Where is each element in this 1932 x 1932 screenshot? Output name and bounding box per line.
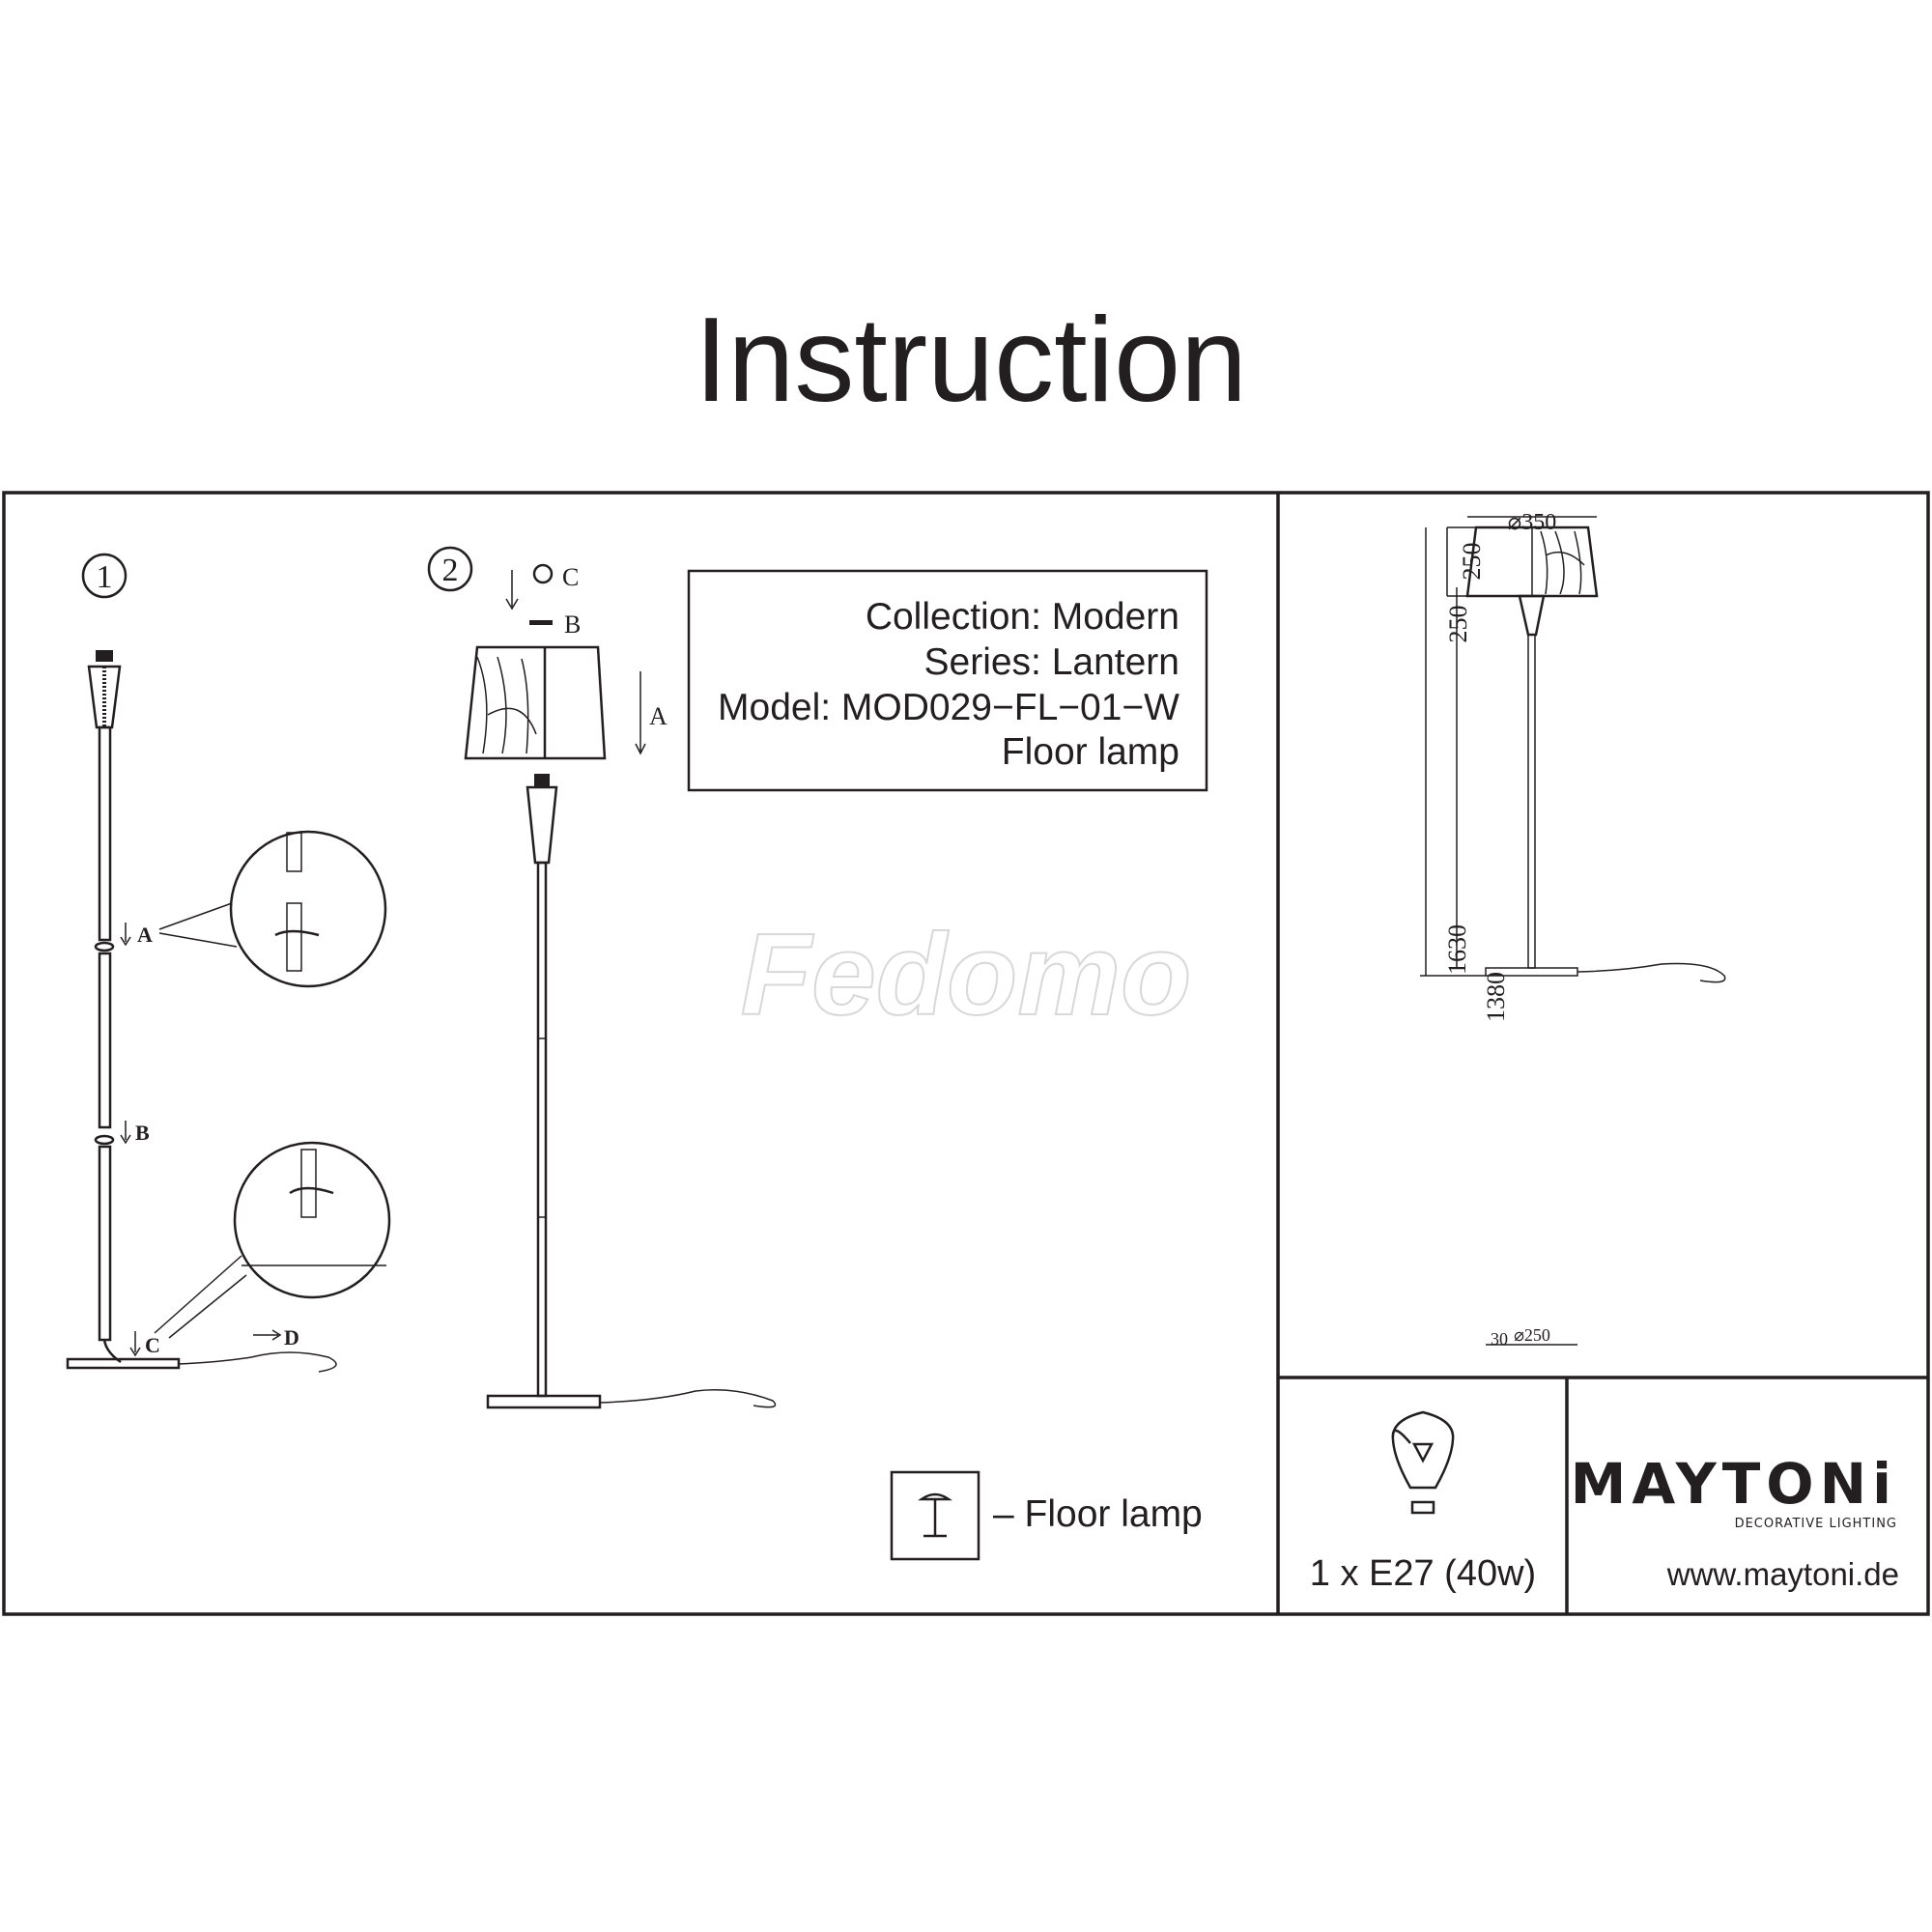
step-1-circle xyxy=(81,553,128,599)
label-b: B xyxy=(564,611,581,639)
brand-logo: MAYTONi xyxy=(1571,1451,1897,1517)
lamp-neck xyxy=(87,665,122,729)
step-1-number: 1 xyxy=(97,559,113,595)
floor-lamp-symbol-box xyxy=(890,1470,980,1561)
detail-circle-a xyxy=(229,830,387,988)
screw-arrow-icon xyxy=(505,570,519,611)
pole-segment-bottom xyxy=(98,1145,112,1342)
label-c: C xyxy=(145,1333,160,1357)
legend: – Floor lamp xyxy=(890,1470,1203,1561)
watermark: Fedomo xyxy=(741,910,1192,1039)
label-a: A xyxy=(137,923,153,947)
step-2-circle xyxy=(427,546,473,592)
collection-text: Collection: Modern xyxy=(866,596,1179,638)
dimension-drawing: ⌀350 250 250 1630 1380 30 ⌀250 xyxy=(1420,510,1726,1349)
rotate-arrow-icon xyxy=(274,929,320,937)
arrow-down-icon xyxy=(635,671,646,755)
dim-shade-height-label: 250 xyxy=(1458,543,1486,581)
socket-icon xyxy=(96,650,113,662)
bulb-spec-text: 1 x E27 (40w) xyxy=(1310,1553,1536,1594)
lamp-neck xyxy=(526,785,558,865)
lamp-shade xyxy=(464,645,607,760)
pole-segment-top xyxy=(98,725,112,942)
model-text: Model: MOD029−FL−01−W xyxy=(718,687,1179,728)
dim-shade-bottom-height: 1380 xyxy=(1482,972,1510,1022)
info-box: Collection: Modern Series: Lantern Model… xyxy=(687,569,1208,792)
pole-segment-middle xyxy=(98,952,112,1129)
arrow-down-icon xyxy=(129,1331,141,1357)
dim-shade-height: 250 xyxy=(1444,606,1472,643)
step-1-diagram: 1 A B C D xyxy=(66,553,391,1373)
shade-pattern xyxy=(476,656,537,754)
label-c: C xyxy=(562,563,579,591)
arrow-down-icon xyxy=(120,1121,131,1145)
pole xyxy=(1527,634,1536,969)
rotate-arrow-icon xyxy=(289,1186,334,1195)
label-b: B xyxy=(135,1121,150,1145)
dim-shade-diameter: ⌀350 xyxy=(1508,510,1556,535)
step-2-diagram: 2 C B A xyxy=(427,546,777,1409)
power-cord xyxy=(1577,962,1726,983)
legend-label: – Floor lamp xyxy=(993,1493,1203,1535)
lamp-pole xyxy=(536,861,548,1398)
series-text: Series: Lantern xyxy=(924,641,1180,683)
page-title: Instruction xyxy=(695,294,1247,427)
outer-frame xyxy=(2,491,1930,1616)
arrow-right-icon xyxy=(253,1329,282,1341)
power-cord xyxy=(178,1351,337,1373)
brand-website: www.maytoni.de xyxy=(1666,1556,1899,1592)
detail-circle-c xyxy=(233,1141,391,1299)
type-text: Floor lamp xyxy=(1002,731,1179,773)
label-d: D xyxy=(284,1325,299,1350)
label-a: A xyxy=(649,702,668,730)
shade xyxy=(1465,526,1599,598)
power-cord xyxy=(599,1389,777,1408)
bulb-spec: 1 x E27 (40w) xyxy=(1310,1410,1536,1594)
lamp-base xyxy=(66,1357,181,1370)
info-box-border xyxy=(687,569,1208,792)
ring-b xyxy=(529,620,553,625)
frame xyxy=(2,491,1930,1616)
lamp-base xyxy=(486,1394,602,1409)
dim-base-height: 30 xyxy=(1491,1329,1508,1349)
floor-lamp-icon xyxy=(918,1492,952,1538)
arrow-down-icon xyxy=(120,923,131,947)
brand-tagline: DECORATIVE LIGHTING xyxy=(1735,1517,1897,1531)
step-2-number: 2 xyxy=(442,553,459,588)
dim-base-diameter: ⌀250 xyxy=(1514,1325,1550,1345)
light-bulb-icon xyxy=(1391,1410,1455,1490)
brand: MAYTONi DECORATIVE LIGHTING www.maytoni.… xyxy=(1571,1451,1899,1592)
neck xyxy=(1518,594,1546,637)
bulb-small-icon xyxy=(532,563,554,584)
shade-pattern xyxy=(1540,530,1585,595)
